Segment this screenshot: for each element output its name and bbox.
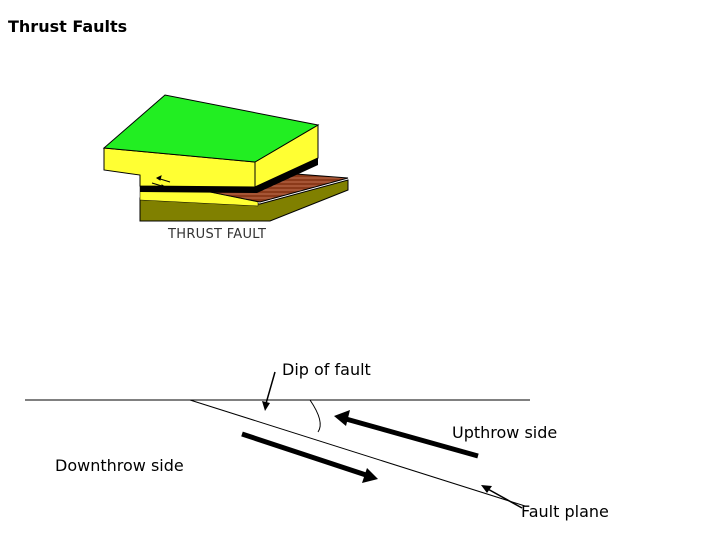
upthrow-side-label: Upthrow side (452, 423, 558, 442)
downthrow-side-label: Downthrow side (55, 456, 184, 475)
dip-of-fault-label: Dip of fault (282, 360, 371, 379)
downthrow-arrow (241, 431, 378, 483)
hangingwall-grass-top (102, 94, 320, 163)
diagram-title: Thrust Faults (8, 17, 128, 36)
dip-angle-arc (309, 399, 321, 433)
displacement-arrows (151, 175, 171, 190)
footwall-olive-layer (139, 179, 349, 222)
upthrow-arrow (334, 410, 479, 459)
dip-pointer-arrow (262, 371, 276, 411)
fault-plane-pointer-arrow (481, 485, 523, 509)
block-diagram-caption: THRUST FAULT (168, 227, 267, 242)
hangingwall-black-layer (140, 158, 318, 193)
block-diagram (102, 94, 349, 222)
fault-plane-label: Fault plane (521, 502, 609, 521)
fault-plane-line (189, 399, 526, 507)
cross-section (25, 371, 530, 509)
